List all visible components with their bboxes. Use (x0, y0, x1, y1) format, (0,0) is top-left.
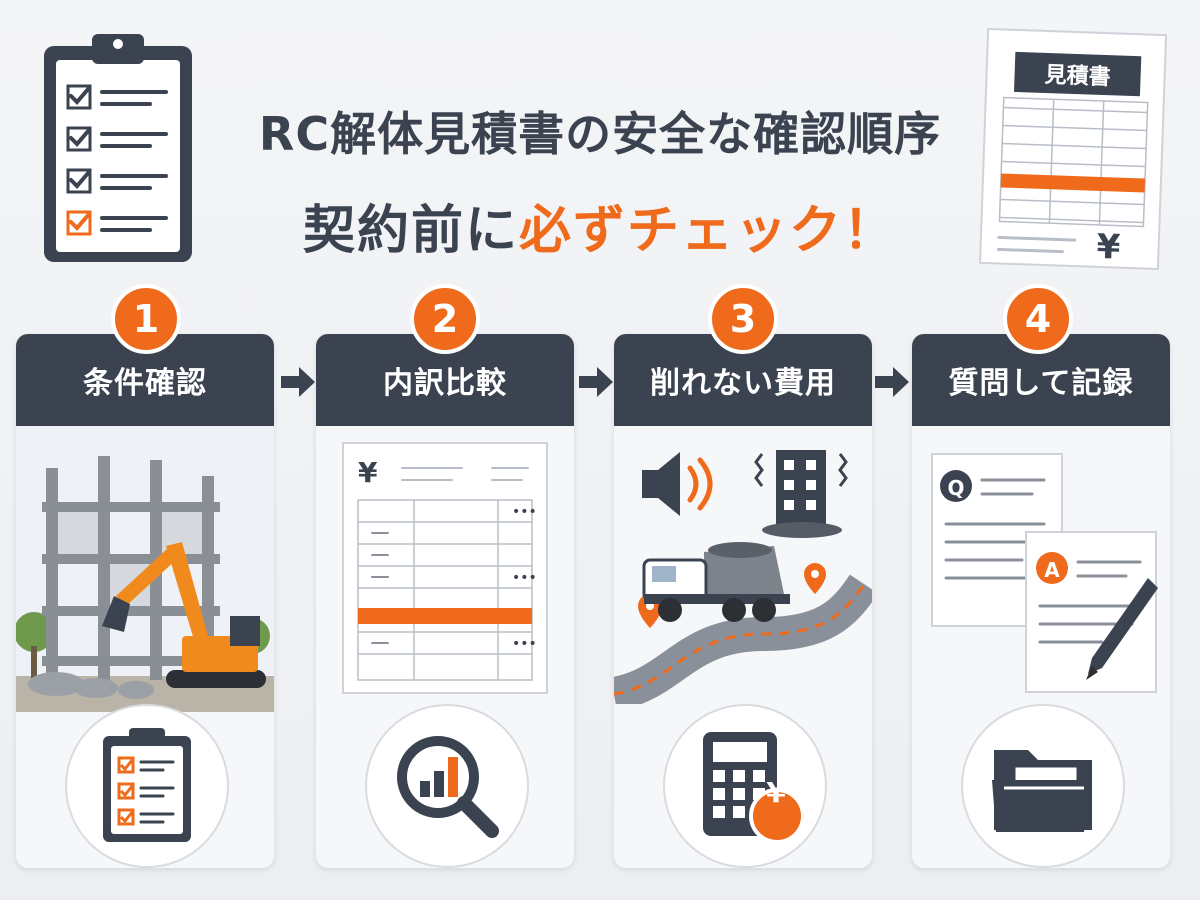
estimate-document-label: 見積書 (1044, 62, 1111, 91)
sheet-dots: ••• (512, 636, 537, 652)
step-2-icon-circle (365, 704, 529, 868)
document-icon (978, 27, 1168, 271)
step-4-card: 質問して記録 Q A (912, 334, 1170, 868)
sheet-dots: ••• (512, 570, 537, 586)
breakdown-sheet-illustration (342, 442, 548, 694)
answer-mark-letter: A (1044, 558, 1060, 582)
arrow-right-icon (281, 367, 315, 397)
step-1-badge: 1 (111, 284, 181, 354)
step-3-icon-circle (663, 704, 827, 868)
checklist-clipboard-illustration (40, 28, 200, 268)
qa-documents-illustration (931, 453, 1158, 693)
building-icon (754, 450, 848, 538)
calculator-currency: ¥ (766, 776, 786, 809)
step-3-card: 削れない費用 (614, 334, 872, 868)
arrow-right-icon (579, 367, 613, 397)
magnifier-chart-icon (397, 736, 499, 838)
subtitle-prefix: 契約前に (302, 201, 519, 261)
demolition-site-illustration (16, 426, 274, 712)
page-title: RC解体見積書の安全な確認順序 (258, 107, 942, 161)
estimate-document-illustration: 見積書 ¥ (978, 27, 1170, 273)
step-4-icon-circle (961, 704, 1125, 868)
subtitle-accent: 必ずチェック！ (519, 201, 898, 261)
step-2-card: 内訳比較 ¥ ••• ••• ••• (316, 334, 574, 868)
clipboard-icon (44, 34, 192, 262)
calculator-icon (703, 732, 805, 844)
folder-icon (992, 750, 1092, 832)
step-4-label: 質問して記録 (912, 334, 1170, 426)
step-4-badge: 4 (1003, 284, 1073, 354)
step-1-icon-circle (65, 704, 229, 868)
sheet-dots: ••• (512, 504, 537, 520)
sheet-currency: ¥ (358, 456, 378, 489)
checklist-icon (103, 728, 191, 842)
dump-truck-icon (642, 542, 790, 622)
question-mark-letter: Q (947, 476, 965, 500)
fixed-costs-illustration (614, 450, 872, 704)
step-2-badge: 2 (410, 284, 480, 354)
page-subtitle: 契約前に必ずチェック！ (0, 188, 1200, 263)
speaker-icon (642, 452, 713, 516)
step-3-badge: 3 (708, 284, 778, 354)
arrow-right-icon (875, 367, 909, 397)
pen-icon (1086, 578, 1158, 680)
step-1-card: 条件確認 (16, 334, 274, 868)
